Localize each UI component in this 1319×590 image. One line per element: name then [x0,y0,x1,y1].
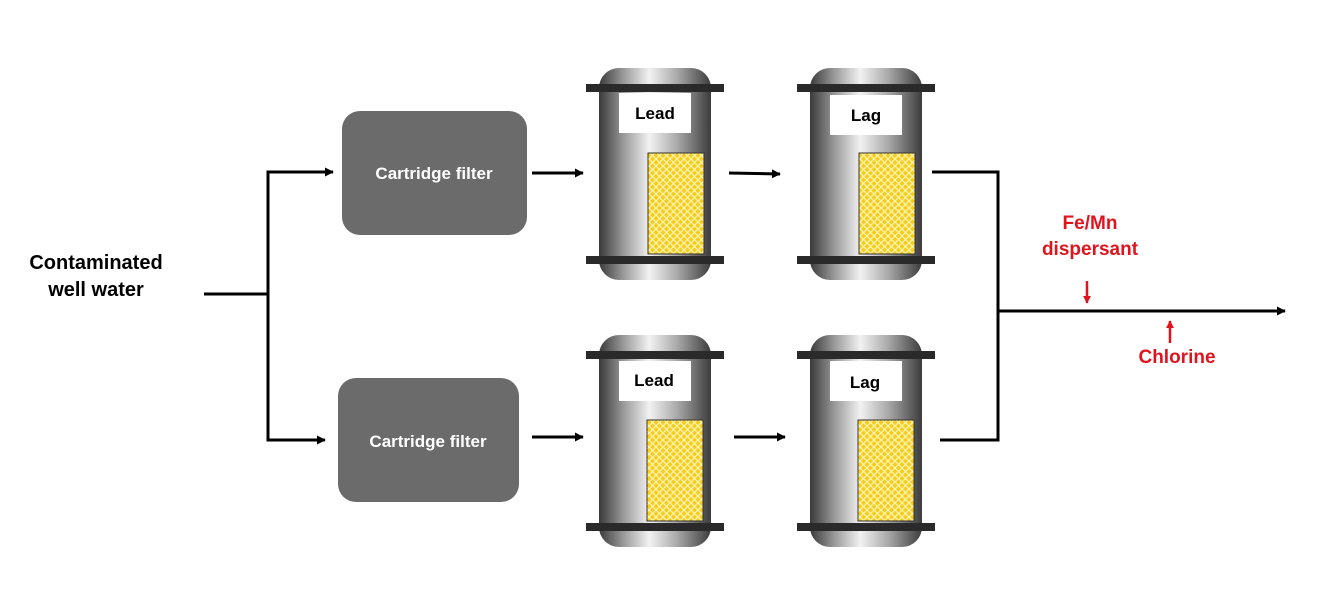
vessel-lead-bottom-label: Lead [634,371,674,390]
cartridge-filter-top-label: Cartridge filter [375,164,493,183]
vessel-lag-bottom-label: Lag [850,373,880,392]
dispersant-label-line1: Fe/Mn [1063,213,1118,234]
inlet-branch-bottom [266,294,326,445]
outlet-combine-line [932,170,1000,442]
cartridge-filter-top: Cartridge filter [342,111,527,235]
cartridge-filter-bottom: Cartridge filter [338,378,519,502]
vessel-lag-top-label: Lag [851,106,881,125]
cartridge-filter-bottom-label: Cartridge filter [369,432,487,451]
vessel-lag-bottom [797,335,935,547]
outlet-piping [932,170,1286,442]
vessel-lead-bottom [586,335,724,547]
arrow-lead-to-lag-top [728,169,781,179]
vessel-lead-top-label: Lead [635,104,675,123]
chlorine-label: Chlorine [1138,347,1215,368]
vessel-lag-top [797,68,935,280]
source-label-line2: well water [47,279,144,301]
inlet-branch-top [266,167,334,294]
vessel-lead-top [586,68,724,280]
dispersant-label-line2: dispersant [1042,239,1139,260]
inlet-piping [204,167,334,445]
source-label-line1: Contaminated [29,252,162,274]
inter-unit-piping [532,168,786,442]
